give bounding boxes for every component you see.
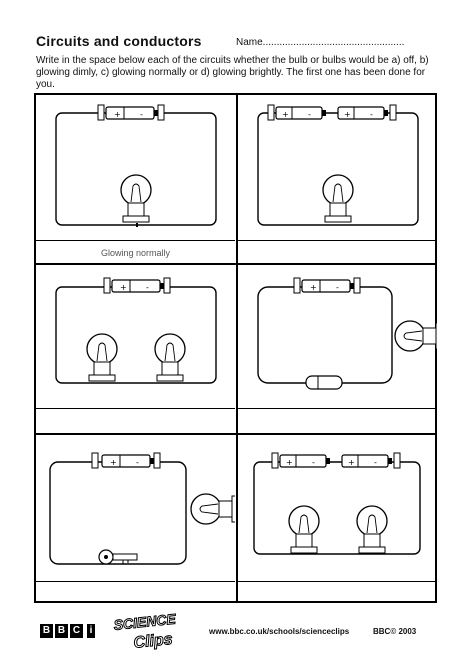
battery-icon: + - bbox=[341, 454, 392, 468]
bbc-logo-i: i bbox=[87, 624, 95, 638]
svg-text:+: + bbox=[348, 458, 355, 467]
svg-text:+: + bbox=[282, 110, 289, 119]
answer-line bbox=[36, 581, 235, 582]
science-clips-logo: SCIENCE Clips bbox=[112, 610, 177, 650]
circuit-diagram-2: + - + - bbox=[257, 104, 419, 226]
name-field[interactable]: Name....................................… bbox=[236, 37, 405, 48]
answer-line bbox=[238, 240, 437, 241]
circuit-cell-5: + - bbox=[36, 435, 235, 603]
svg-text:-: - bbox=[336, 283, 339, 292]
svg-text:-: - bbox=[312, 458, 315, 467]
circuit-cell-6: + - + - bbox=[238, 435, 437, 603]
terminal-clip-icon bbox=[103, 277, 171, 294]
svg-text:-: - bbox=[146, 283, 149, 292]
answer-line bbox=[238, 408, 437, 409]
bbc-logo-letter: B bbox=[55, 624, 68, 638]
bulb-icon bbox=[394, 320, 437, 352]
instructions-text: Write in the space below each of the cir… bbox=[36, 55, 429, 90]
svg-text:+: + bbox=[114, 110, 121, 119]
answer-text-1[interactable]: Glowing normally bbox=[100, 248, 171, 258]
terminal-clip-icon bbox=[293, 277, 361, 294]
circuit-cell-3: + - bbox=[36, 265, 235, 433]
circuit-diagram-5: + - bbox=[49, 452, 235, 565]
terminal-clip-icon bbox=[97, 104, 165, 121]
circuit-diagram-1: + - bbox=[55, 104, 217, 227]
terminal-clip-icon bbox=[91, 452, 161, 469]
svg-text:-: - bbox=[374, 458, 377, 467]
circuit-cell-4: + - bbox=[238, 265, 437, 433]
bbc-logo: B B C i bbox=[40, 624, 95, 638]
footer-url-link[interactable]: www.bbc.co.uk/schools/scienceclips bbox=[209, 627, 350, 636]
circuit-cell-2: + - + - bbox=[238, 95, 437, 263]
bulb-icon bbox=[322, 174, 354, 223]
logo-word-clips: Clips bbox=[133, 631, 174, 650]
svg-text:-: - bbox=[370, 110, 373, 119]
circuit-wire bbox=[253, 461, 421, 555]
bulb-icon bbox=[190, 493, 235, 525]
circuit-diagram-6: + - + - bbox=[253, 452, 421, 555]
worksheet-title: Circuits and conductors bbox=[36, 33, 202, 49]
grid-divider-vertical bbox=[236, 95, 238, 601]
svg-text:+: + bbox=[110, 458, 117, 467]
svg-text:+: + bbox=[310, 283, 317, 292]
bulb-icon bbox=[120, 174, 152, 223]
answer-line bbox=[238, 581, 437, 582]
svg-text:-: - bbox=[308, 110, 311, 119]
logo-word-science: SCIENCE bbox=[113, 610, 177, 632]
footer: B B C i SCIENCE Clips www.bbc.co.uk/scho… bbox=[0, 610, 474, 653]
grid-divider-row-2 bbox=[36, 433, 435, 435]
battery-icon: + - bbox=[275, 106, 326, 120]
battery-icon: + - bbox=[337, 106, 388, 120]
battery-icon: + - bbox=[101, 454, 154, 468]
svg-text:+: + bbox=[286, 458, 293, 467]
bbc-logo-letter: C bbox=[70, 624, 83, 638]
bulb-icon bbox=[356, 505, 388, 554]
bulb-icon bbox=[288, 505, 320, 554]
bulb-icon bbox=[86, 333, 118, 382]
svg-text:-: - bbox=[140, 110, 143, 119]
answer-line bbox=[36, 240, 235, 241]
terminal-clip-icon bbox=[271, 452, 401, 469]
circuit-wire bbox=[257, 286, 393, 384]
answer-line bbox=[36, 408, 235, 409]
svg-text:+: + bbox=[120, 283, 127, 292]
battery-icon: + - bbox=[301, 279, 354, 293]
circuit-diagram-3: + - bbox=[55, 277, 217, 384]
battery-icon: + - bbox=[279, 454, 330, 468]
bbc-logo-letter: B bbox=[40, 624, 53, 638]
eraser-icon bbox=[305, 375, 343, 390]
circuit-wire bbox=[49, 461, 187, 565]
terminal-clip-icon bbox=[267, 104, 397, 121]
grid-divider-row-1 bbox=[36, 263, 435, 265]
key-icon bbox=[98, 549, 138, 565]
circuit-wire bbox=[55, 286, 217, 384]
circuit-cell-1: + - Glowing normally bbox=[36, 95, 235, 263]
bulb-icon bbox=[154, 333, 186, 382]
circuit-diagram-4: + - bbox=[257, 277, 437, 390]
battery-icon: + - bbox=[105, 106, 158, 120]
battery-icon: + - bbox=[111, 279, 164, 293]
footer-copyright: BBC© 2003 bbox=[373, 627, 417, 636]
svg-text:-: - bbox=[136, 458, 139, 467]
circuits-grid: + - Glowing normally bbox=[34, 93, 437, 603]
svg-text:+: + bbox=[344, 110, 351, 119]
